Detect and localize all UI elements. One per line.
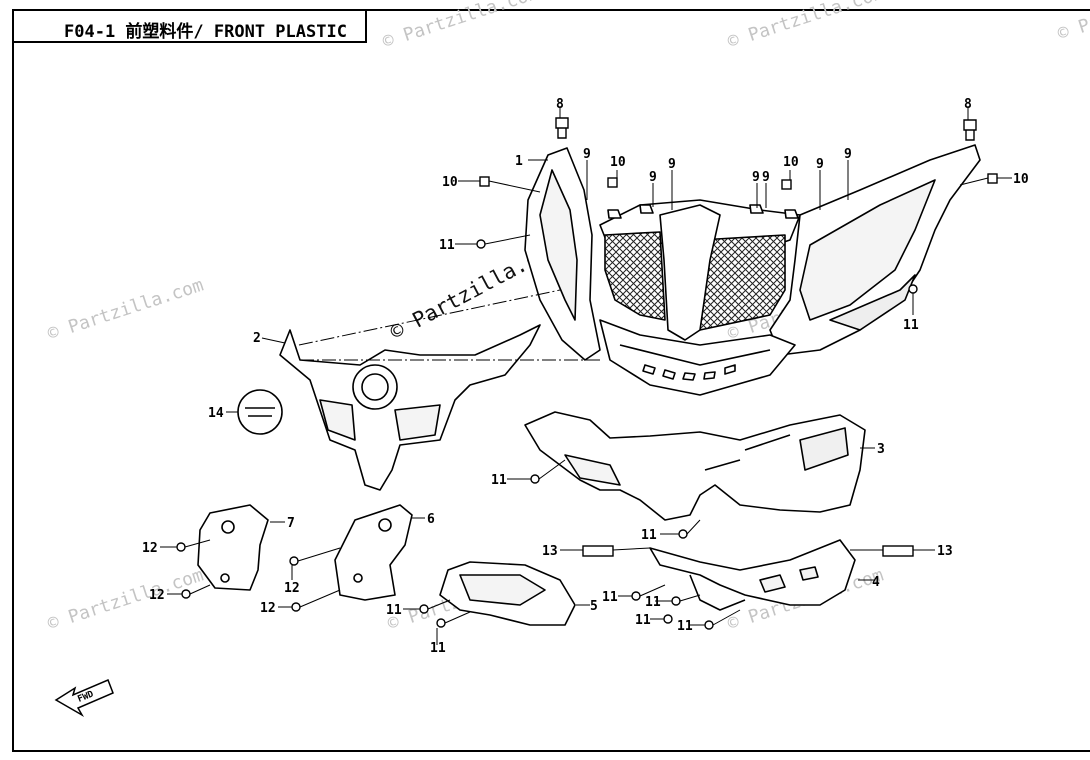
screw-12 <box>176 542 301 612</box>
callout-9: 9 <box>649 170 657 185</box>
clip-10a <box>479 176 490 187</box>
watermark-text: © Partzilla.com <box>725 0 886 53</box>
callout-11: 11 <box>645 595 661 610</box>
callout-11: 11 <box>635 613 651 628</box>
part-4-skid-plate <box>649 539 856 611</box>
callout-11: 11 <box>430 641 446 656</box>
callout-8: 8 <box>964 97 972 112</box>
callout-11: 11 <box>491 473 507 488</box>
callout-9: 9 <box>668 157 676 172</box>
clip-10b <box>607 177 618 188</box>
watermark-text: © Partzilla.com <box>45 275 206 345</box>
callout-10: 10 <box>442 175 458 190</box>
callout-10: 10 <box>783 155 799 170</box>
callout-9: 9 <box>762 170 770 185</box>
part-3-lower-guard <box>524 411 866 521</box>
callout-2: 2 <box>253 331 261 346</box>
callout-11: 11 <box>602 590 618 605</box>
callout-12: 12 <box>284 581 300 596</box>
frame-top-border <box>367 9 1090 11</box>
callout-5: 5 <box>590 599 598 614</box>
part-7-side-cover <box>197 504 269 591</box>
diagram-frame <box>12 42 1090 752</box>
leader-lines <box>160 108 1012 645</box>
title-box: F04-1 前塑料件/ FRONT PLASTIC <box>12 9 367 43</box>
callout-11: 11 <box>641 528 657 543</box>
callout-9: 9 <box>844 147 852 162</box>
callout-10: 10 <box>610 155 626 170</box>
callout-4: 4 <box>872 575 880 590</box>
part-6-side-cover <box>334 504 413 601</box>
clip-10d <box>987 173 998 184</box>
callout-labels: 1 2 3 4 5 6 7 8 8 9 9 9 9 9 9 9 10 10 10… <box>142 97 1029 656</box>
callout-11: 11 <box>386 603 402 618</box>
callout-8: 8 <box>556 97 564 112</box>
callout-12: 12 <box>149 588 165 603</box>
part-14-badge <box>237 389 283 435</box>
watermark-text: © Partzilla.com <box>380 0 541 53</box>
part-2-bumper-trim <box>279 324 541 491</box>
callout-9: 9 <box>816 157 824 172</box>
page-title: F04-1 前塑料件/ FRONT PLASTIC <box>64 22 347 42</box>
push-rivet-8a <box>555 117 569 139</box>
callout-11: 11 <box>677 619 693 634</box>
callout-9: 9 <box>583 147 591 162</box>
watermark-text: © Partzilla.com <box>45 565 206 635</box>
callout-14: 14 <box>208 406 224 421</box>
callout-11: 11 <box>439 238 455 253</box>
callout-3: 3 <box>877 442 885 457</box>
push-rivet-8b <box>963 119 977 141</box>
callout-7: 7 <box>287 516 295 531</box>
fasteners <box>176 117 998 630</box>
callout-13: 13 <box>542 544 558 559</box>
callout-6: 6 <box>427 512 435 527</box>
callout-12: 12 <box>260 601 276 616</box>
callout-12: 12 <box>142 541 158 556</box>
watermark-text: © Partzilla.com <box>1055 0 1090 45</box>
callout-9: 9 <box>752 170 760 185</box>
callout-13: 13 <box>937 544 953 559</box>
part-5-lower-cover <box>439 561 576 626</box>
clip-10c <box>781 179 792 190</box>
callout-10: 10 <box>1013 172 1029 187</box>
clip-13 <box>582 545 914 557</box>
callout-1: 1 <box>515 154 523 169</box>
callout-11: 11 <box>903 318 919 333</box>
forward-direction-arrow: FWD <box>54 679 114 718</box>
part-1-front-fascia <box>524 144 981 396</box>
